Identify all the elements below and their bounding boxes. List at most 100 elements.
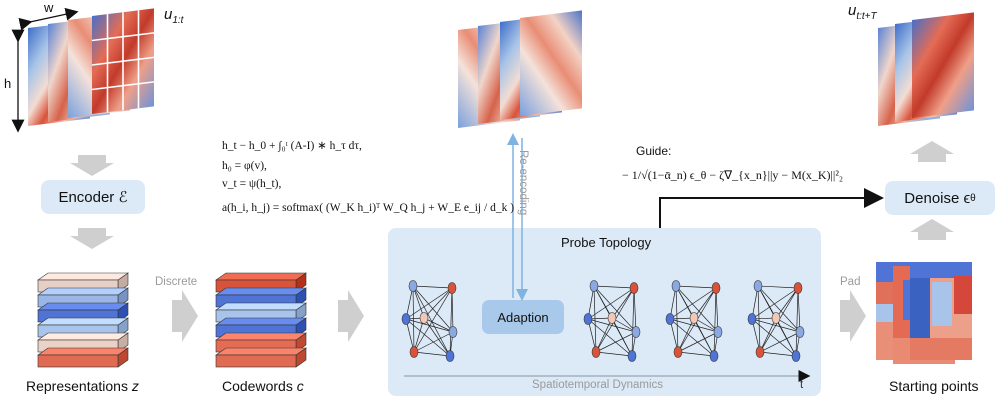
graph-edge xyxy=(775,317,797,357)
stack-layer-front xyxy=(37,354,119,368)
graph-edge xyxy=(677,317,695,353)
codewords-stack xyxy=(215,272,307,368)
graph-edge xyxy=(595,317,613,353)
graph-edge xyxy=(669,318,719,333)
encoder-box[interactable]: Encoder ℰ xyxy=(41,180,145,214)
guide-connector xyxy=(659,188,884,228)
graph-node xyxy=(673,346,683,358)
stack-layer-top xyxy=(215,317,307,326)
graph-edge xyxy=(413,331,454,353)
graph-edge xyxy=(669,318,715,357)
graph-edge xyxy=(587,318,633,357)
graph-edge xyxy=(405,318,451,357)
to-probe-arrow xyxy=(338,290,364,342)
graph-edge xyxy=(611,287,635,319)
patched-frame xyxy=(92,8,154,114)
graph-edge xyxy=(715,287,719,333)
graph-edge xyxy=(412,285,454,333)
graph-edge xyxy=(751,318,797,357)
spatiotemporal-label: Spatiotemporal Dynamics xyxy=(532,379,664,391)
graph-node xyxy=(408,280,418,292)
output-sequence-label: ut:t+T xyxy=(848,2,877,22)
graph-edge xyxy=(675,285,719,333)
graph-node xyxy=(583,313,593,325)
graph-edge xyxy=(413,317,425,353)
guide-equation: − 1/√(1−ᾱ_n) ϵ_θ − ζ∇_{x_n}||y − M(x_K)|… xyxy=(622,168,844,182)
graph-edge xyxy=(595,331,637,353)
graph-edge xyxy=(677,351,715,357)
graph-node xyxy=(448,326,458,338)
graph-edge xyxy=(759,331,801,353)
graph-edge xyxy=(593,285,637,333)
graph-node xyxy=(631,326,641,338)
graph-edge xyxy=(412,285,453,289)
up-arrow-1 xyxy=(910,141,954,162)
stack-layer-top xyxy=(37,317,129,326)
graph-edge xyxy=(412,285,451,357)
graph-edge xyxy=(775,317,801,333)
graph-edge xyxy=(795,287,799,357)
graph-edge xyxy=(757,285,801,333)
discrete-label: Discrete xyxy=(155,276,198,288)
graph-edge xyxy=(757,285,799,289)
probe-topology-title: Probe Topology xyxy=(561,235,652,250)
down-arrow-2 xyxy=(70,228,114,249)
graph-edge xyxy=(751,287,799,320)
graph-node xyxy=(447,282,457,294)
stack-layer-top xyxy=(215,302,307,311)
graph-edge xyxy=(405,287,453,320)
graph-node xyxy=(627,350,637,362)
pad-arrow xyxy=(840,290,866,342)
graph-edge xyxy=(413,287,453,353)
adaption-box[interactable] xyxy=(482,300,564,334)
equation-line-2: h₀ = φ(v), xyxy=(222,160,267,172)
graph-edge xyxy=(423,317,451,357)
graph-edge xyxy=(693,317,715,357)
up-arrow-2 xyxy=(910,219,954,240)
graph-edge xyxy=(412,285,415,353)
stack-layer-top xyxy=(37,287,129,296)
stack-layer-front xyxy=(215,354,297,368)
graph-edge xyxy=(423,287,453,319)
graph-edge xyxy=(759,351,797,357)
graph-node xyxy=(665,313,675,325)
graph-node xyxy=(795,326,805,338)
time-axis-label: t xyxy=(800,379,804,391)
reencoded-frames xyxy=(458,10,582,128)
graph-edge xyxy=(775,287,799,319)
guide-label: Guide: xyxy=(636,144,672,158)
graph-edge xyxy=(611,317,633,357)
discrete-arrow xyxy=(172,290,198,342)
input-frames xyxy=(28,8,154,126)
graph-edge xyxy=(693,287,717,319)
graph-edge xyxy=(595,351,633,357)
graph-node xyxy=(409,346,419,358)
graph-edge xyxy=(713,287,717,357)
graph-edge xyxy=(675,285,717,289)
graph-node xyxy=(591,346,601,358)
representations-label: Representations z xyxy=(26,378,139,394)
graph-edge xyxy=(423,317,454,333)
graph-edge xyxy=(693,317,719,333)
equation-line-1: h_t − h_0 + ∫₀ᵗ (A-I) ∗ h_τ dτ, xyxy=(222,140,362,152)
graph-node xyxy=(401,313,411,325)
graph-edge xyxy=(587,318,637,333)
stack-layer-top xyxy=(215,347,307,356)
graph-node xyxy=(589,280,599,292)
graph-edge xyxy=(759,317,777,353)
starting-points-stack xyxy=(876,262,972,364)
graph-node xyxy=(747,313,757,325)
graph-node xyxy=(629,282,639,294)
graph-edge xyxy=(413,351,451,357)
graph-edge xyxy=(593,285,635,289)
stack-layer-top xyxy=(37,332,129,341)
graph-edge xyxy=(451,287,454,333)
stack-layer-top xyxy=(37,347,129,356)
graph-node xyxy=(419,312,429,324)
stack-layer-top xyxy=(215,287,307,296)
graph-node xyxy=(607,312,617,324)
graph-node xyxy=(689,312,699,324)
width-arrow xyxy=(18,7,79,31)
